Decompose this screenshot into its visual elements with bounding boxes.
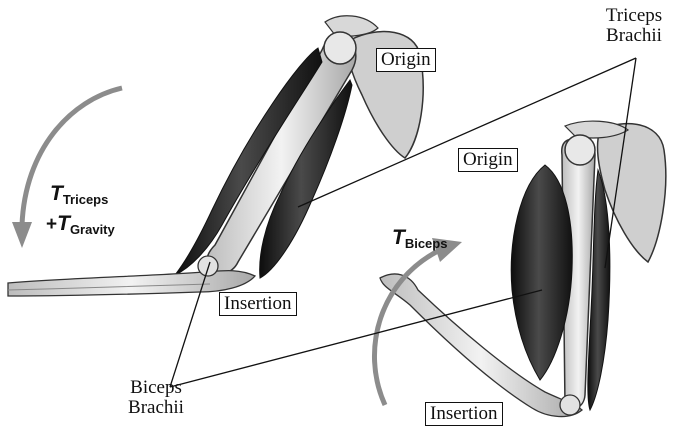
insertion-label-left: Insertion bbox=[219, 292, 297, 316]
torque-symbol: T bbox=[57, 212, 70, 235]
torque-triceps-label: TTriceps bbox=[50, 182, 108, 206]
biceps-label-line2: Brachii bbox=[114, 398, 198, 418]
torque-subscript-biceps: Biceps bbox=[405, 236, 448, 251]
torque-subscript-triceps: Triceps bbox=[63, 192, 109, 207]
plus-sign: + bbox=[46, 214, 57, 235]
torque-gravity-label: +TGravity bbox=[46, 212, 115, 236]
torque-symbol: T bbox=[50, 182, 63, 205]
right-arm bbox=[380, 121, 666, 417]
torque-symbol: T bbox=[392, 226, 405, 249]
left-forearm bbox=[8, 271, 255, 296]
biceps-brachii-label: Biceps Brachii bbox=[114, 378, 198, 418]
biceps-label-line1: Biceps bbox=[114, 378, 198, 398]
triceps-label-line1: Triceps bbox=[592, 6, 676, 26]
origin-label-right: Origin bbox=[458, 148, 518, 172]
right-torque-arrow bbox=[374, 250, 440, 405]
insertion-label-right: Insertion bbox=[425, 402, 503, 426]
triceps-brachii-label: Triceps Brachii bbox=[592, 6, 676, 46]
origin-label-left: Origin bbox=[376, 48, 436, 72]
torque-biceps-label: TBiceps bbox=[392, 226, 447, 250]
triceps-label-line2: Brachii bbox=[592, 26, 676, 46]
left-torque-arrowhead bbox=[12, 222, 32, 248]
right-biceps bbox=[511, 165, 572, 380]
left-arm bbox=[8, 16, 423, 296]
torque-subscript-gravity: Gravity bbox=[70, 222, 115, 237]
